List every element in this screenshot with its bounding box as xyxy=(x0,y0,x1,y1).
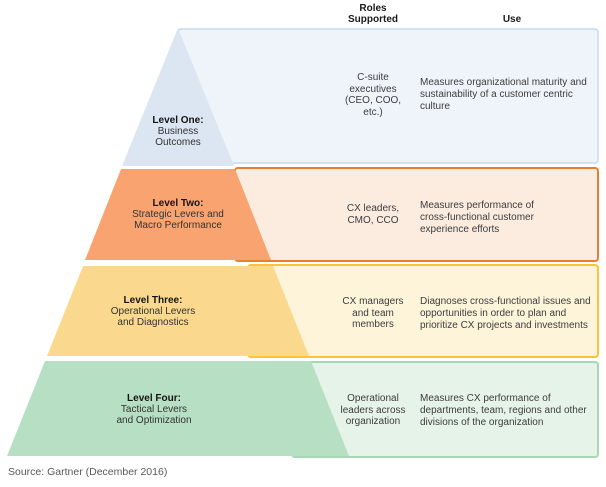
level-2-title: Level Two: xyxy=(152,198,204,209)
level-3-band xyxy=(47,266,309,356)
level-1-title: Level One: xyxy=(152,115,204,126)
level-2-subtitle: Strategic Levers and Macro Performance xyxy=(132,209,224,231)
level-1-subtitle: Business Outcomes xyxy=(155,126,201,148)
level-2-use: Measures performance of cross-functional… xyxy=(420,200,534,235)
level-4-use: Measures CX performance of departments, … xyxy=(420,393,587,428)
level-3-subtitle: Operational Levers and Diagnostics xyxy=(110,306,196,328)
level-4-band xyxy=(7,361,349,456)
level-1-label: Level One: Business Outcomes xyxy=(128,115,228,148)
level-1-band xyxy=(122,28,234,166)
level-3-use: Diagnoses cross-functional issues and op… xyxy=(420,296,591,331)
level-4-title: Level Four: xyxy=(127,393,181,404)
level-3-label: Level Three: Operational Levers and Diag… xyxy=(91,295,215,328)
source-note: Source: Gartner (December 2016) xyxy=(8,466,168,478)
level-2-label: Level Two: Strategic Levers and Macro Pe… xyxy=(116,198,240,231)
level-2-band xyxy=(85,169,271,260)
level-3-roles-supported: CX managers and team members xyxy=(342,296,404,330)
level-4-roles-supported: Operational leaders across organization xyxy=(340,393,406,427)
level-3-title: Level Three: xyxy=(123,295,183,306)
column-header-use: Use xyxy=(502,14,522,25)
level-1-use: Measures organizational maturity and sus… xyxy=(420,77,587,112)
level-2-roles-supported: CX leaders, CMO, CCO xyxy=(346,203,400,226)
level-1-roles-supported: C-suite executives (CEO, COO, etc.) xyxy=(344,72,402,118)
level-4-label: Level Four: Tactical Levers and Optimiza… xyxy=(92,393,216,426)
column-header-roles-supported: Roles Supported xyxy=(348,3,398,25)
level-4-subtitle: Tactical Levers and Optimization xyxy=(116,404,192,426)
